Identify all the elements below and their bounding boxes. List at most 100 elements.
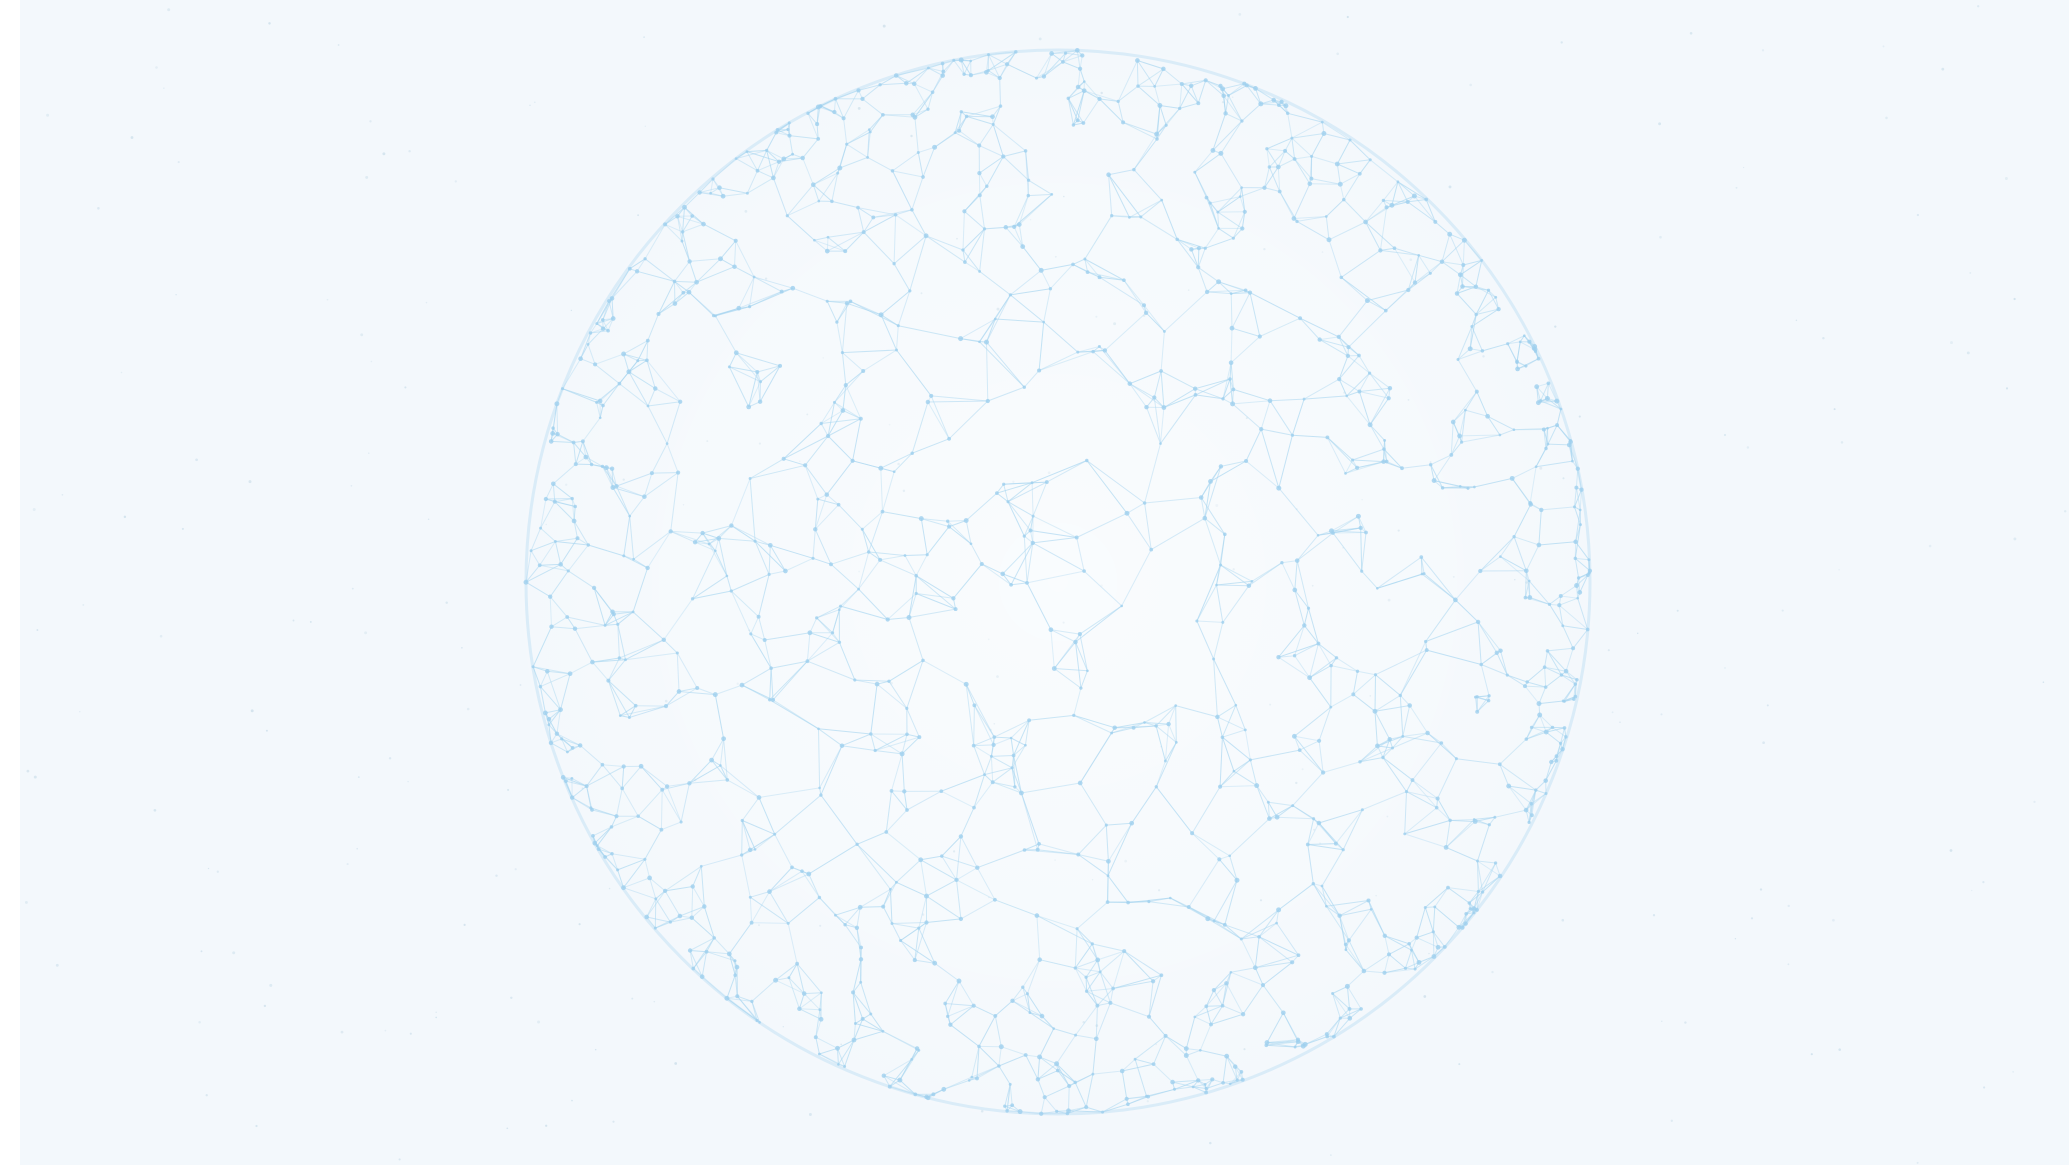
network-node [645, 358, 649, 363]
network-edge [1495, 862, 1501, 877]
network-node [1572, 505, 1577, 509]
network-edge [1328, 221, 1366, 241]
network-edge [1199, 1024, 1212, 1051]
network-edge [1294, 560, 1298, 591]
network-edge [1077, 68, 1081, 88]
network-edge [735, 149, 767, 160]
network-edge [891, 923, 919, 929]
network-edge [569, 661, 593, 675]
network-node [572, 626, 578, 631]
network-edge [1111, 215, 1141, 218]
network-node [1196, 246, 1201, 251]
network-edge [1278, 158, 1295, 168]
network-node [1135, 58, 1140, 63]
network-node [923, 233, 929, 239]
network-node [735, 994, 740, 999]
network-node [724, 995, 730, 1001]
network-node [866, 155, 870, 159]
network-edge [1260, 101, 1282, 105]
network-edge [818, 172, 839, 202]
network-node [1316, 641, 1321, 646]
network-node [560, 775, 566, 780]
network-edge [1210, 196, 1241, 204]
background-speck [2042, 681, 2045, 683]
network-edge [1293, 216, 1327, 219]
network-node [908, 289, 912, 293]
network-edge [1317, 643, 1332, 666]
network-edge [1529, 466, 1537, 504]
network-node [665, 442, 669, 445]
network-node [1383, 438, 1387, 442]
network-node [1055, 1109, 1059, 1113]
network-edge [593, 587, 606, 626]
network-edge [720, 240, 737, 260]
network-node [1523, 595, 1528, 600]
network-edge [868, 551, 881, 561]
network-edge [988, 51, 1017, 71]
network-edge [539, 671, 548, 687]
network-edge [1104, 312, 1147, 351]
network-edge [1153, 370, 1162, 398]
network-edge [623, 887, 656, 900]
network-node [767, 889, 772, 894]
network-edge [623, 340, 649, 355]
network-edge [1374, 705, 1410, 712]
network-node [748, 477, 752, 480]
network-edge [1308, 608, 1319, 644]
network-edge [1552, 726, 1567, 738]
network-node [1549, 759, 1554, 765]
network-edge [1040, 270, 1051, 289]
network-edge [1546, 383, 1549, 399]
network-node [1008, 1082, 1012, 1086]
network-edge [1086, 988, 1114, 992]
network-node [1564, 735, 1568, 739]
network-edge [749, 287, 793, 308]
network-edge [692, 550, 716, 600]
network-edge [1210, 1005, 1224, 1025]
background-speck [167, 8, 171, 12]
network-edge [1129, 199, 1162, 218]
network-edge [1013, 720, 1030, 756]
network-edge [789, 135, 819, 140]
network-node [1034, 913, 1040, 918]
network-edge [1077, 346, 1100, 353]
network-node [682, 204, 687, 210]
network-edge [736, 995, 760, 1023]
network-edge [1222, 736, 1251, 761]
network-node [1186, 905, 1191, 909]
network-edge [1475, 260, 1483, 287]
network-node [1355, 669, 1360, 673]
network-edge [941, 855, 957, 881]
background-speck [1750, 917, 1754, 920]
network-node [1487, 823, 1491, 827]
network-node [834, 913, 837, 917]
network-node [1232, 1064, 1238, 1069]
network-node [1017, 1109, 1023, 1115]
network-edge [1221, 705, 1237, 738]
network-node [1407, 942, 1411, 946]
network-edge [551, 616, 568, 628]
network-edge [820, 410, 844, 424]
network-edge [730, 478, 751, 526]
background-speck [368, 452, 370, 454]
network-edge [1346, 986, 1362, 1010]
network-edge [976, 1046, 980, 1079]
network-edge [901, 734, 908, 755]
network-edge [1129, 383, 1165, 408]
network-edge [736, 352, 781, 367]
network-edge [665, 687, 698, 707]
background-speck [1491, 970, 1494, 974]
network-node [1220, 1003, 1225, 1008]
network-node [660, 787, 665, 792]
network-edge [1420, 556, 1456, 601]
network-edge [1086, 460, 1145, 504]
network-edge [1225, 983, 1244, 1015]
network-edge [1205, 79, 1221, 87]
network-edge [616, 788, 623, 817]
network-edge [818, 728, 843, 747]
background-speck [1762, 741, 1765, 745]
network-node [573, 504, 577, 509]
network-node [554, 731, 560, 736]
network-node [1338, 1016, 1342, 1020]
network-edge [1480, 652, 1498, 665]
